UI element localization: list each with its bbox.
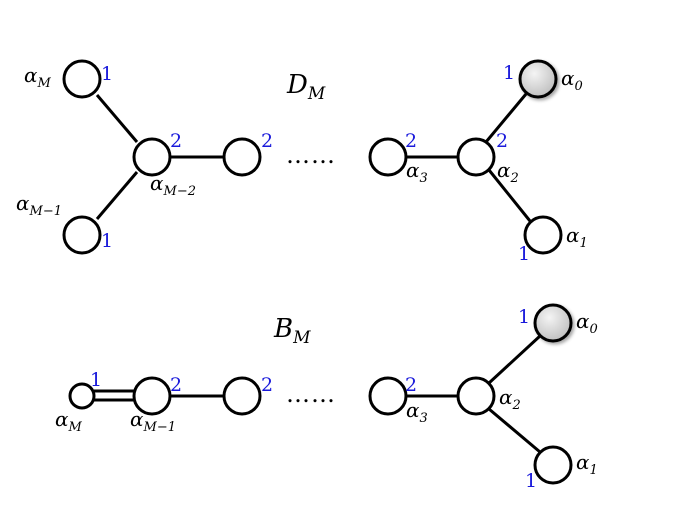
dm-label-alpha-1: α1 [566, 223, 588, 251]
dm-mark-alpha-M-2: 2 [170, 130, 182, 152]
dm-mark-alpha-M-1: 1 [101, 230, 113, 252]
bm-mark-alpha-1: 1 [525, 470, 537, 492]
dm-mark-alpha-2: 2 [496, 130, 508, 152]
dm-node-alpha-M-1 [62, 215, 102, 255]
bm-node-alpha-M-1 [132, 376, 172, 416]
bm-label-alpha-0: α0 [576, 309, 598, 337]
bm-mark-alpha-3: 2 [405, 374, 417, 396]
bm-node-alpha-M [68, 382, 96, 410]
dm-node-alpha-M-2 [132, 137, 172, 177]
bm-label-alpha-1: α1 [576, 450, 598, 478]
bm-node-alpha-0 [533, 303, 573, 343]
bm-node-alpha-2 [456, 376, 496, 416]
bm-edge-a2-a1 [488, 407, 541, 454]
dm-mark-node-4: 2 [261, 130, 273, 152]
dm-diagram: DM …… αM αM−1 αM−2 α3 α2 α0 α1 1 1 2 2 2… [16, 59, 588, 265]
dm-label-alpha-0: α0 [561, 66, 583, 94]
dm-label-alpha-M: αM [24, 63, 52, 91]
dm-label-alpha-M-1: αM−1 [16, 191, 62, 219]
dm-mark-alpha-1: 1 [518, 243, 530, 265]
dm-edge-aM1-aM2 [95, 171, 139, 220]
bm-label-alpha-M: αM [55, 407, 83, 435]
bm-mark-node-3: 2 [261, 374, 273, 396]
dm-edge-a2-a1 [487, 169, 532, 222]
bm-label-alpha-3: α3 [406, 398, 428, 426]
dm-title: DM [286, 70, 326, 104]
bm-mark-alpha-M-1: 2 [170, 374, 182, 396]
bm-diagram: BM …… αM αM−1 α3 α2 α0 α1 1 2 2 2 1 1 [55, 303, 598, 492]
dm-node-alpha-0 [518, 59, 558, 99]
dm-mark-alpha-3: 2 [405, 130, 417, 152]
dm-node-4 [222, 137, 262, 177]
dm-node-alpha-M [62, 59, 102, 99]
bm-title: BM [273, 314, 311, 348]
dm-ellipsis: …… [286, 141, 336, 169]
bm-node-3 [222, 376, 262, 416]
dm-label-alpha-3: α3 [406, 158, 428, 186]
bm-label-alpha-2: α2 [499, 385, 521, 413]
bm-mark-alpha-0: 1 [518, 306, 530, 328]
dm-label-alpha-M-2: αM−2 [150, 171, 196, 199]
dm-label-alpha-2: α2 [497, 158, 519, 186]
bm-edge-a2-a0 [487, 334, 542, 385]
dm-mark-alpha-M: 1 [101, 63, 113, 85]
bm-node-alpha-3 [368, 376, 408, 416]
dm-edge-aM-aM2 [95, 94, 139, 143]
dm-edge-a2-a0 [484, 93, 528, 143]
dm-node-alpha-3 [368, 137, 408, 177]
dm-mark-alpha-0: 1 [503, 62, 515, 84]
bm-mark-alpha-M: 1 [90, 369, 102, 391]
bm-ellipsis: …… [286, 380, 336, 408]
bm-node-alpha-1 [533, 445, 573, 485]
bm-label-alpha-M-1: αM−1 [130, 407, 176, 435]
dm-node-alpha-2 [456, 137, 496, 177]
dm-node-alpha-1 [523, 215, 563, 255]
